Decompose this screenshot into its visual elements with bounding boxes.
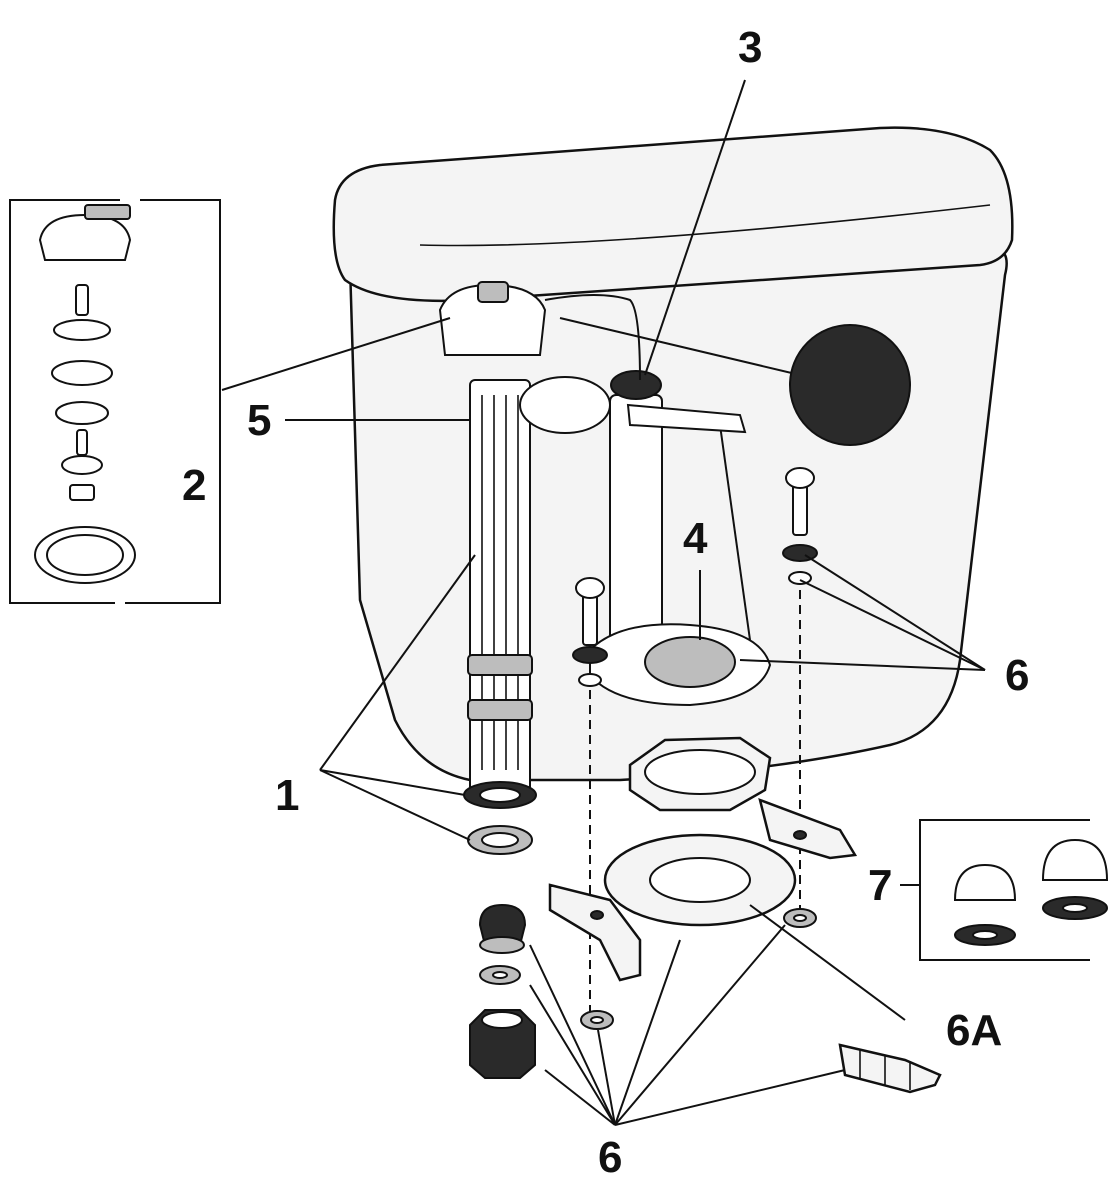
- bolt-caps-inset: [919, 819, 1109, 961]
- flush-valve: [589, 370, 772, 707]
- leader-lines: [221, 79, 986, 1126]
- bowl-shim: [838, 1043, 942, 1094]
- callout-7: 7: [868, 861, 892, 910]
- supply-nuts: [463, 781, 537, 855]
- bottom-hardware: [469, 903, 942, 1094]
- tank-lid: [332, 126, 1014, 303]
- callout-1: 1: [275, 771, 299, 820]
- flush-lever-arm: [626, 403, 747, 434]
- fill-valve-kit-inset: [9, 199, 221, 604]
- fill-valve: [438, 281, 611, 801]
- float-assembly: [544, 294, 911, 446]
- callout-5: 5: [247, 396, 271, 445]
- tank-to-bowl-gasket: [548, 736, 858, 982]
- tank-bolts: [572, 467, 818, 687]
- refill-float: [519, 376, 611, 434]
- callout-2: 2: [182, 461, 206, 510]
- callout-4: 4: [683, 514, 708, 563]
- callout-6-right: 6: [1005, 651, 1029, 700]
- callout-3: 3: [738, 23, 762, 72]
- callout-6a: 6A: [946, 1006, 1002, 1055]
- callout-6-bottom: 6: [598, 1133, 622, 1179]
- float-ball: [789, 324, 911, 446]
